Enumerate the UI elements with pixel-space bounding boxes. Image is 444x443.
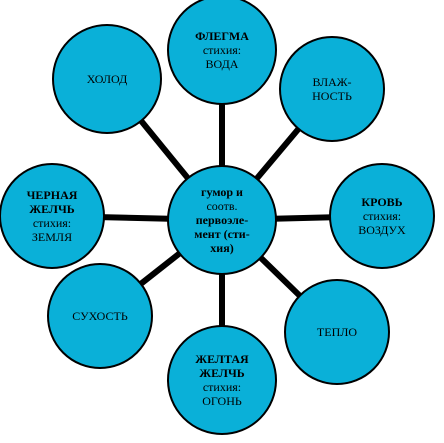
node-humidity-label: ВЛАЖ-НОСТЬ [312, 75, 352, 103]
node-warmth-circle [284, 279, 390, 385]
node-phlegm-label-line: стихия: [203, 43, 241, 57]
node-dryness: СУХОСТЬ [47, 263, 153, 369]
node-cold-circle [52, 24, 162, 134]
node-phlegm-circle [167, 0, 277, 105]
node-black-bile-label-line: ЧЕРНАЯ [27, 188, 78, 202]
node-phlegm-label-line: ФЛЕГМА [195, 29, 249, 43]
node-center-label-line: мент (сти- [194, 227, 249, 241]
node-yellow-bile-label-line: ЖЕЛЧЬ [199, 366, 244, 380]
node-dryness-circle [47, 263, 153, 369]
node-center-label-line: хия) [210, 241, 233, 255]
node-blood-label-line: ВОЗДУХ [358, 223, 406, 237]
node-warmth-label: ТЕПЛО [317, 325, 357, 339]
node-humidity-circle [279, 36, 385, 142]
node-blood-circle [329, 163, 435, 269]
node-center-circle [167, 165, 277, 275]
node-dryness-label: СУХОСТЬ [72, 309, 128, 323]
node-dryness-label-line: СУХОСТЬ [72, 309, 128, 323]
node-black-bile-circle [0, 163, 105, 269]
node-center-label-line: соотв. [206, 199, 237, 213]
node-black-bile-label-line: ЗЕМЛЯ [32, 230, 72, 244]
node-yellow-bile-circle [167, 325, 277, 435]
node-humidity-label-line: НОСТЬ [312, 89, 352, 103]
node-cold-label-line: ХОЛОД [87, 72, 128, 86]
node-center-label-line: гумор и [201, 185, 243, 199]
node-humidity-label-line: ВЛАЖ- [312, 75, 351, 89]
node-blood-label-line: КРОВЬ [361, 195, 402, 209]
node-black-bile-label-line: ЖЕЛЧЬ [29, 202, 74, 216]
node-black-bile-label-line: стихия: [33, 216, 71, 230]
node-yellow-bile-label-line: стихия: [203, 380, 241, 394]
node-cold: ХОЛОД [52, 24, 162, 134]
node-warmth: ТЕПЛО [284, 279, 390, 385]
node-phlegm-label-line: ВОДА [206, 57, 239, 71]
node-cold-label: ХОЛОД [87, 72, 128, 86]
node-center-label-line: первоэле- [196, 213, 248, 227]
node-yellow-bile-label-line: ЖЕЛТАЯ [195, 352, 249, 366]
node-yellow-bile-label-line: ОГОНЬ [202, 394, 242, 408]
node-humidity: ВЛАЖ-НОСТЬ [279, 36, 385, 142]
node-blood-label-line: стихия: [363, 209, 401, 223]
node-warmth-label-line: ТЕПЛО [317, 325, 357, 339]
